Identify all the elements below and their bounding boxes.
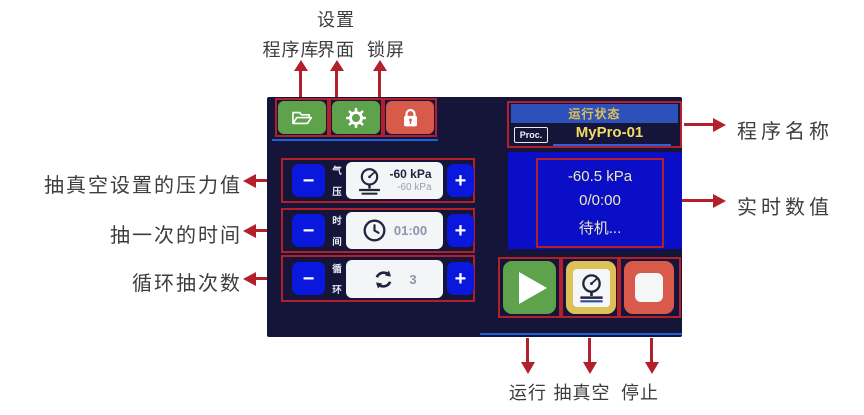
highlight-box-lock [383,98,437,137]
cycle-icon [376,269,392,289]
arrow-line-program-name [684,123,713,126]
vacuum-button[interactable] [566,261,616,314]
folder-icon [292,111,313,124]
cycle-count-value: 3 [409,271,417,287]
arrow-head-realtime [713,194,726,208]
arrow-head-program-name [713,118,726,132]
run-status-header: 运行状态 [511,104,678,123]
arrow-line-stop [650,338,653,362]
pressure-setpoint-sub: -60 kPa [397,181,432,193]
time-minus-button[interactable]: − [292,214,325,247]
arrow-head-lock [373,60,387,71]
arrow-line-lock [378,71,381,97]
highlight-box-pressure-row: − 气 压 -60 kPa -60 kPa + [281,158,475,203]
cycle-plus-button[interactable]: + [447,262,474,295]
arrow-line-library [299,71,302,97]
clock-icon [363,219,386,242]
label-program-library: 程序库 [262,40,320,60]
highlight-box-program-name [507,101,682,148]
program-library-button[interactable] [278,101,326,134]
arrow-head-time [243,224,256,238]
highlight-box-library [275,98,329,137]
bottom-edge-line [480,333,682,335]
lock-screen-button[interactable] [386,101,434,134]
lock-icon [403,108,417,126]
highlight-box-cycle-row: − 循 环 3 + [281,255,475,302]
pressure-plus-button[interactable]: + [447,164,474,197]
gauge-icon [359,167,381,195]
label-pressure-setting: 抽真空设置的压力值 [44,175,242,197]
pressure-minus-button[interactable]: − [292,164,325,197]
run-button[interactable] [503,261,556,314]
proc-badge: Proc. [514,127,548,143]
arrow-head-cycles [243,272,256,286]
highlight-box-time-row: − 时 间 01:00 + [281,208,475,253]
label-vacuum: 抽真空 [553,383,611,403]
arrow-head-pressure [243,174,256,188]
highlight-box-vacuum [561,257,619,318]
realtime-pressure: -60.5 kPa [567,167,633,185]
play-icon [518,271,547,304]
arrow-head-library [294,60,308,71]
stop-icon [635,273,663,302]
cycle-value-box: 3 [346,260,443,298]
arrow-line-realtime [665,199,713,202]
label-stop: 停止 [621,383,659,403]
label-run: 运行 [509,383,547,403]
realtime-status: 待机... [578,220,622,238]
pressure-value-box: -60 kPa -60 kPa [346,162,443,199]
program-name-underline [553,144,671,146]
arrow-line-settings [335,71,338,97]
arrow-head-settings [330,60,344,71]
label-cycle-count: 循环抽次数 [132,273,242,295]
highlight-box-settings [329,98,383,137]
cycle-minus-button[interactable]: − [292,262,325,295]
settings-button[interactable] [332,101,380,134]
pressure-setpoint: -60 kPa [389,167,432,182]
label-program-name: 程序名称 [737,121,833,143]
time-plus-button[interactable]: + [447,214,474,247]
time-unit-label: 时 间 [332,216,342,248]
highlight-box-realtime: -60.5 kPa 0/0:00 待机... [536,158,664,248]
time-value-box: 01:00 [346,212,443,249]
highlight-box-stop [619,257,681,318]
label-lock-screen: 锁屏 [367,40,405,60]
stop-button[interactable] [624,261,674,314]
arrow-head-stop [645,362,659,374]
pressure-unit-label: 气 压 [332,166,342,198]
device-screen: 运行状态 Proc. MyPro-01 -60.5 kPa 0/0:00 待机.… [267,97,682,337]
label-settings-line2: 界面 [317,40,355,60]
arrow-head-run [521,362,535,374]
highlight-box-run [498,257,561,318]
toolbar-divider [272,139,438,141]
arrow-head-vacuum [583,362,597,374]
label-pump-time: 抽一次的时间 [110,225,242,247]
label-settings-line1: 设置 [317,10,355,30]
realtime-progress: 0/0:00 [579,192,621,210]
label-realtime-values: 实时数值 [737,197,833,219]
arrow-line-run [526,338,529,362]
cycle-unit-label: 循 环 [332,264,342,296]
gauge-icon [579,273,603,302]
gear-icon [345,107,367,128]
time-value: 01:00 [393,223,428,238]
arrow-line-vacuum [588,338,591,362]
program-name-value: MyPro-01 [575,124,644,141]
